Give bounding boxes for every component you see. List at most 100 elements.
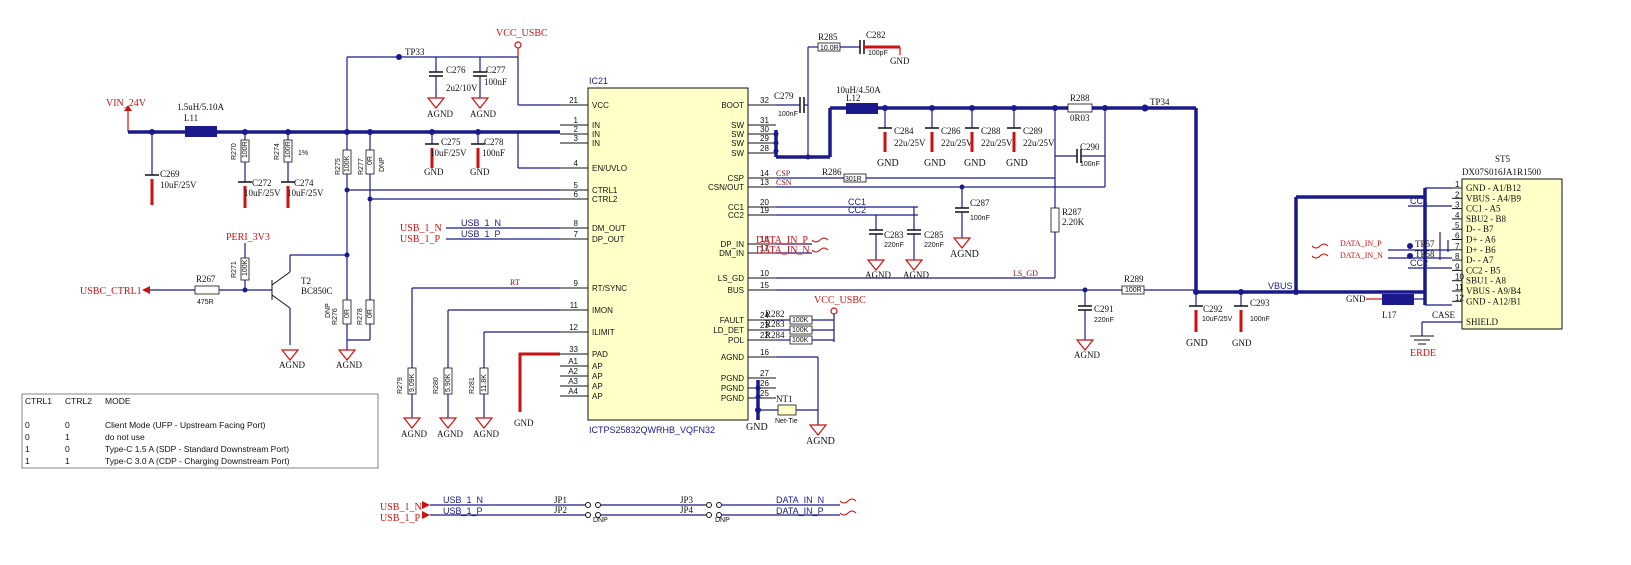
st5-pin-number: 9 xyxy=(1455,262,1460,271)
st5-pin-name: D+ - B6 xyxy=(1466,245,1496,255)
mode-table-cell: 0 xyxy=(65,444,70,454)
st5-pin-number: 5 xyxy=(1455,221,1460,230)
agnd-icon xyxy=(1075,339,1095,351)
r282-value: 100K xyxy=(792,317,809,324)
c276-value: 2u2/10V xyxy=(446,83,478,93)
r278-value: 0R xyxy=(367,309,374,318)
jp4-jumper[interactable] xyxy=(706,512,712,518)
net-usb1p-left: USB_1_P xyxy=(400,234,440,245)
mode-table-cell: 1 xyxy=(65,456,70,466)
r288-resistor[interactable] xyxy=(1067,103,1093,113)
svg-text:GND: GND xyxy=(514,418,534,428)
r289-ref: R289 xyxy=(1124,274,1144,284)
c274-value: 10uF/25V xyxy=(287,188,324,198)
ic21-pin-name: DP_OUT xyxy=(592,235,625,244)
mode-table-cell: 0 xyxy=(25,420,30,430)
ic21-pin-number: 6 xyxy=(574,190,579,199)
st5-ref: ST5 xyxy=(1495,154,1511,164)
r271-ref: R271 xyxy=(231,261,238,278)
offpage-connector-icon xyxy=(811,247,829,253)
tp58-icon[interactable] xyxy=(1407,253,1413,259)
svg-text:AGND: AGND xyxy=(470,109,496,119)
net-data-in-n-jp: DATA_IN_N xyxy=(776,495,824,505)
c269-value: 10uF/25V xyxy=(160,180,197,190)
jp3-ref: JP3 xyxy=(680,495,694,505)
ic21-pin-number: 25 xyxy=(760,389,769,398)
ic21-pin-name: RT/SYNC xyxy=(592,284,627,293)
mode-table-frame xyxy=(21,393,379,469)
c285-value: 220nF xyxy=(924,242,944,249)
tp57-icon[interactable] xyxy=(1407,243,1413,249)
net-cc1-conn: CC1 xyxy=(1410,196,1428,206)
net-csp-label: CSP xyxy=(776,169,791,178)
vin-arrow-icon xyxy=(124,105,132,111)
l17-inductor[interactable] xyxy=(1382,294,1414,305)
mode-table-cell: do not use xyxy=(105,432,145,442)
ic21-pin-name: FAULT xyxy=(720,316,744,325)
st5-pin-number: 4 xyxy=(1455,211,1460,220)
l12-inductor[interactable] xyxy=(846,103,878,114)
mode-table-header: CTRL2 xyxy=(65,396,92,406)
gnd-label: GND xyxy=(1006,158,1028,169)
ic21-pin-name: CTRL1 xyxy=(592,186,618,195)
ic21-pin-name: AP xyxy=(592,382,603,391)
svg-text:GND: GND xyxy=(1232,338,1252,348)
ic21-pin-name: VCC xyxy=(592,101,609,110)
tp33-icon[interactable] xyxy=(396,54,402,60)
c292-value: 10uF/25V xyxy=(1202,316,1233,323)
agnd-icon xyxy=(337,349,357,361)
tp33-label: TP33 xyxy=(405,47,425,57)
svg-text:AGND: AGND xyxy=(437,429,463,439)
net-cc1-label: CC1 xyxy=(848,197,866,207)
ic21-pin-number: 24 xyxy=(760,311,769,320)
c277-ref: C277 xyxy=(486,65,506,75)
ic21-pin-number: 23 xyxy=(760,321,769,330)
agnd-icon xyxy=(904,259,924,271)
c279-value: 100nF xyxy=(778,111,798,118)
c288-value: 22u/25V xyxy=(981,138,1013,148)
c277-value: 100nF xyxy=(484,77,507,87)
r280-value: 5.90K xyxy=(445,373,452,392)
r267-resistor[interactable] xyxy=(194,285,220,295)
r277-value: 0R xyxy=(367,156,374,165)
jp3-jumper[interactable] xyxy=(706,502,712,508)
ic21-pin-number: A4 xyxy=(568,387,578,396)
svg-text:GND: GND xyxy=(746,422,768,433)
svg-text:AGND: AGND xyxy=(950,249,979,260)
jp2-jumper[interactable] xyxy=(585,512,591,518)
ic21-pin-number: 7 xyxy=(574,230,579,239)
c269-ref: C269 xyxy=(160,169,180,179)
agnd-icon xyxy=(952,237,972,249)
c289-value: 22u/25V xyxy=(1023,138,1055,148)
l11-inductor[interactable] xyxy=(185,126,217,137)
net-csn-label: CSN xyxy=(776,178,792,187)
ic21-pin-name: PAD xyxy=(592,350,608,359)
case-label: CASE xyxy=(1432,310,1456,320)
ic21-pin-name: SW xyxy=(731,149,744,158)
net-usb1p-inner: USB_1_P xyxy=(461,229,501,239)
r271-value: 100K xyxy=(242,259,249,276)
ic21-pin-number: 11 xyxy=(570,301,579,310)
r287-resistor[interactable] xyxy=(1050,207,1060,233)
svg-text:AGND: AGND xyxy=(806,436,835,447)
ic21-pin-name: PGND xyxy=(721,384,744,393)
ic21-pin-number: 15 xyxy=(760,281,769,290)
r277-ref: R277 xyxy=(358,158,365,175)
r286-resistor[interactable] xyxy=(843,173,867,183)
tp34-icon[interactable] xyxy=(1141,104,1149,112)
net-data-in-p-jp: DATA_IN_P xyxy=(776,506,824,516)
r281-ref: R281 xyxy=(469,377,476,394)
jp1-jumper[interactable] xyxy=(585,502,591,508)
nt1-net-tie[interactable] xyxy=(777,404,797,416)
ic21-pin-number: A3 xyxy=(568,377,578,386)
ic21-pin-number: 22 xyxy=(760,331,769,340)
ic21-pin-number: 17 xyxy=(760,244,769,253)
ic21-pin-name: DP_IN xyxy=(720,240,744,249)
svg-text:AGND: AGND xyxy=(427,109,453,119)
jp4-ref: JP4 xyxy=(680,505,694,515)
svg-text:AGND: AGND xyxy=(1074,350,1100,360)
r278-ref: R278 xyxy=(357,308,364,325)
svg-text:AGND: AGND xyxy=(865,270,891,280)
